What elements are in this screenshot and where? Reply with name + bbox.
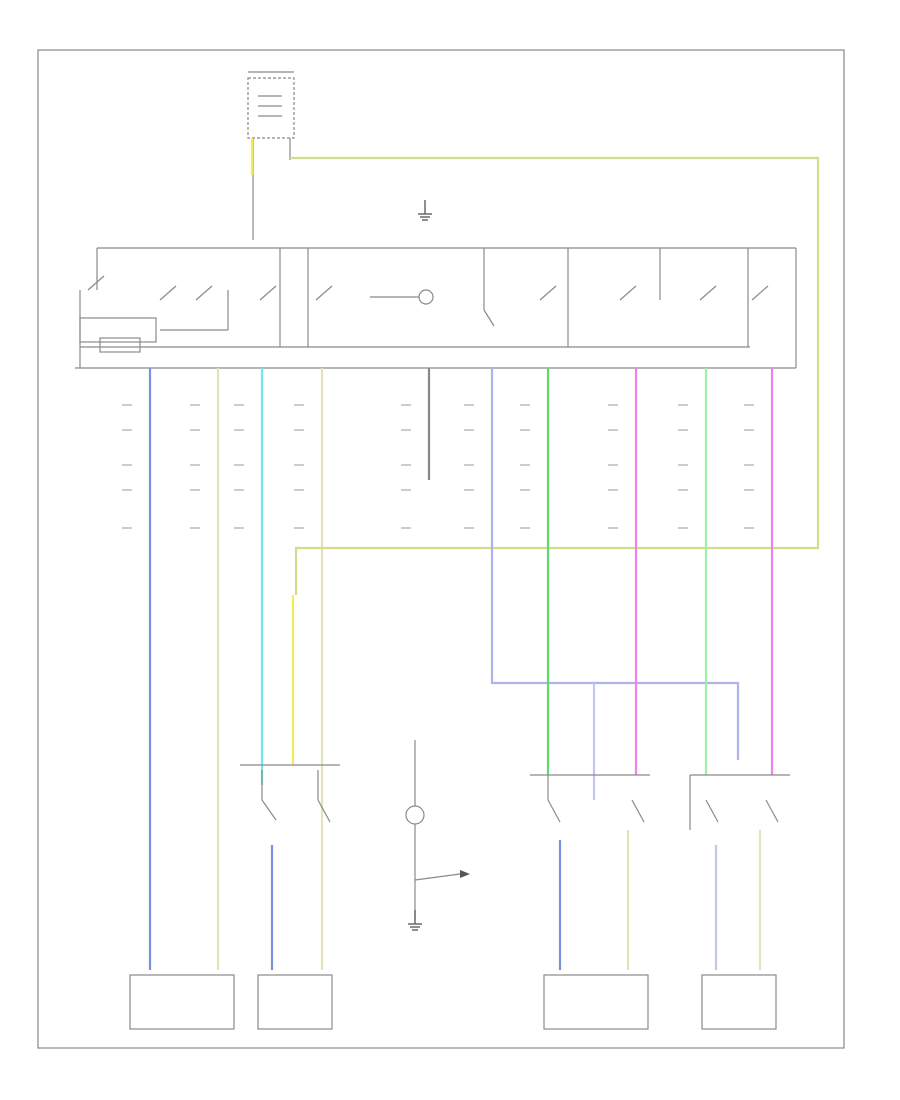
- driver-heated-seat-element: [129, 974, 235, 1030]
- passenger-lamp: [405, 740, 470, 931]
- wires-layer: [148, 138, 820, 970]
- arrow-icon: [460, 870, 470, 878]
- label-marks: [122, 404, 754, 529]
- wire-yellow-green-loop: [290, 156, 820, 595]
- wire-lavender-rear: [490, 368, 740, 760]
- right-rear-switch: [689, 774, 790, 830]
- passenger-switch: [240, 764, 340, 823]
- control-module: [75, 247, 797, 369]
- diagram-frame: [37, 49, 845, 1049]
- left-rear-heated-seat-element: [543, 974, 649, 1030]
- left-rear-switch: [530, 774, 650, 823]
- ground-symbol-top: [418, 200, 432, 221]
- passenger-heated-seat-element: [257, 974, 333, 1030]
- right-rear-heated-seat-element: [701, 974, 777, 1030]
- top-fuse-block: [247, 71, 295, 240]
